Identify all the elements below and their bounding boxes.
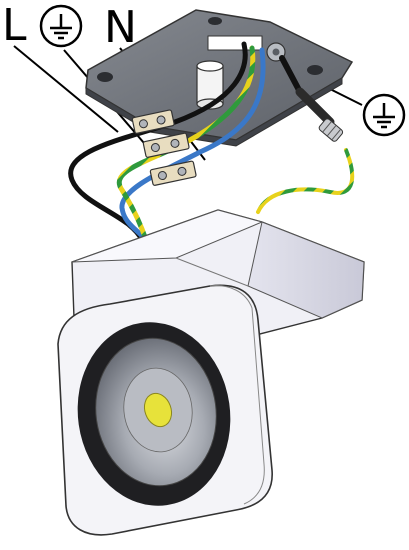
- terminal-blocks: [131, 109, 197, 186]
- terminal-block-neutral: [149, 160, 197, 186]
- terminal-block-live: [131, 109, 175, 134]
- terminal-block-earth: [142, 132, 190, 158]
- earth-wire-plate: [117, 45, 256, 243]
- earth-connector: [279, 55, 344, 142]
- ground-symbol-right-icon: [362, 93, 406, 137]
- plate-screw-hole-left: [97, 72, 113, 82]
- lamp-head: [57, 284, 273, 536]
- leader-line-live: [13, 45, 119, 133]
- live-wire: [68, 41, 248, 243]
- earth-wire-lamp: [256, 148, 355, 214]
- plate-screw-hole-right: [307, 65, 323, 75]
- ground-symbol-top-icon: [39, 4, 83, 48]
- label-neutral: N: [104, 2, 137, 53]
- plate-screw-hole-top: [208, 17, 222, 25]
- label-line: L: [2, 0, 27, 51]
- cob-led: [143, 392, 173, 428]
